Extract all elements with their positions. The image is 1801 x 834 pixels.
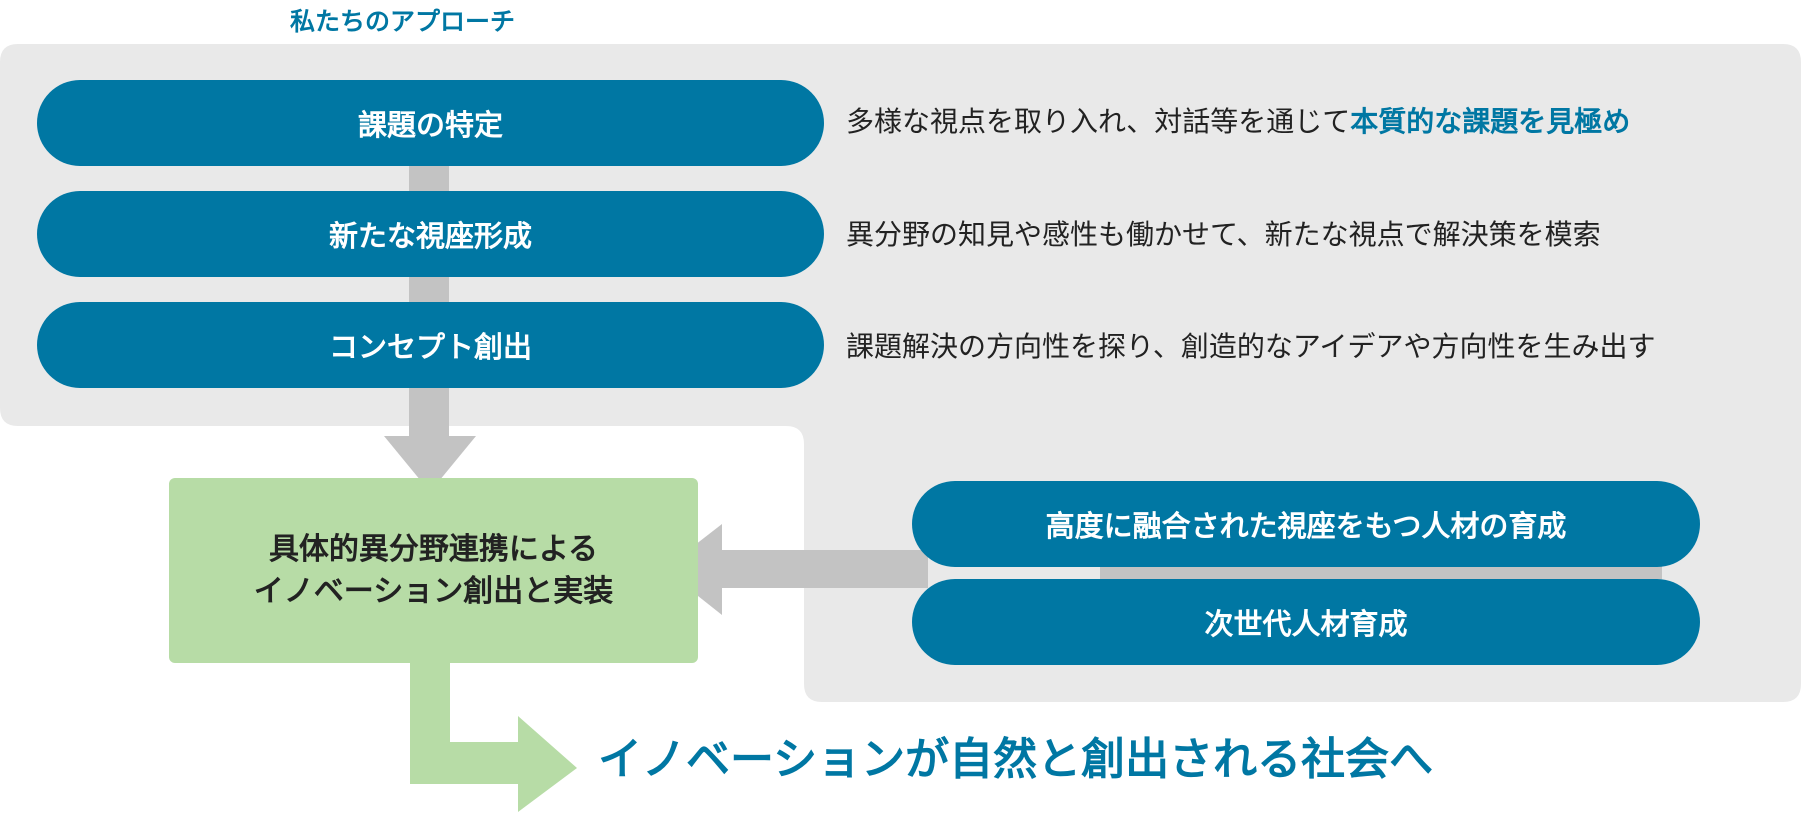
left-arrow-shaft bbox=[718, 550, 928, 588]
step-new-perspective: 新たな視座形成 bbox=[37, 191, 824, 277]
desc-highlight-text: 本質的な課題を見極め bbox=[1350, 105, 1631, 138]
outcome-box: 具体的異分野連携による イノベーション創出と実装 bbox=[169, 478, 698, 663]
talent-next-generation: 次世代人材育成 bbox=[912, 579, 1700, 665]
step-problem-identification: 課題の特定 bbox=[37, 80, 824, 166]
step-new-perspective-desc: 異分野の知見や感性も働かせて、新たな視点で解決策を模索 bbox=[846, 218, 1601, 251]
step-concept-creation: コンセプト創出 bbox=[37, 302, 824, 388]
step-concept-creation-desc: 課題解決の方向性を探り、創造的なアイデアや方向性を生み出す bbox=[846, 330, 1656, 363]
outcome-line-2: イノベーション創出と実装 bbox=[253, 573, 614, 609]
outcome-line-1: 具体的異分野連携による bbox=[268, 531, 599, 567]
talent-advanced-perspective: 高度に融合された視座をもつ人材の育成 bbox=[912, 481, 1700, 567]
final-arrow bbox=[410, 660, 577, 812]
down-arrow bbox=[384, 436, 476, 492]
final-statement: イノベーションが自然と創出される社会へ bbox=[598, 734, 1434, 785]
approach-heading: 私たちのアプローチ bbox=[290, 7, 516, 36]
step-problem-identification-desc: 多様な視点を取り入れ、対話等を通じて本質的な課題を見極め bbox=[846, 108, 1630, 136]
desc-plain-text: 多様な視点を取り入れ、対話等を通じて bbox=[846, 105, 1351, 138]
